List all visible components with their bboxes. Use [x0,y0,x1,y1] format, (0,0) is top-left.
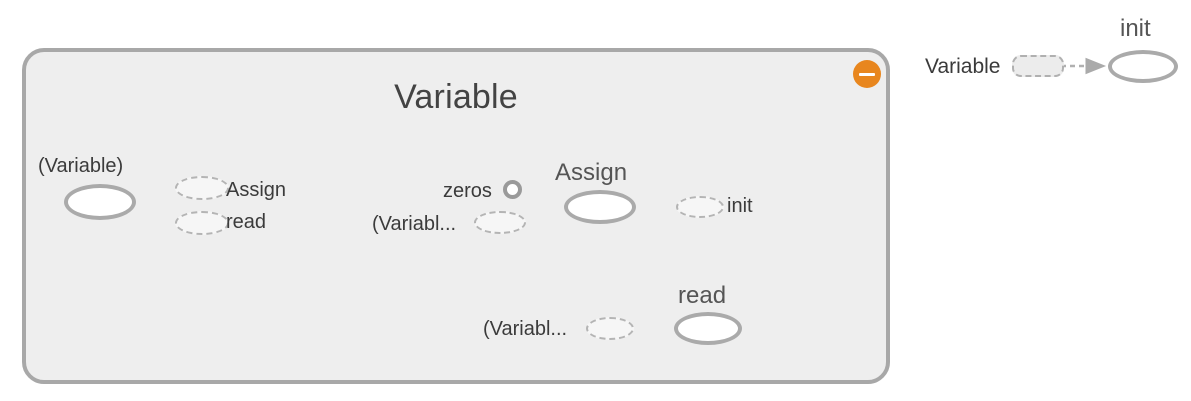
node-label-zeros: zeros [443,180,492,202]
cluster-title-assign: Assign [555,159,628,186]
minus-glyph [859,72,875,76]
node-label-external-variable: Variable [925,55,1001,78]
node-external-init[interactable] [1108,50,1178,83]
node-label-read-variable-ref: (Variabl... [483,318,568,340]
node-label-assign: Assign [226,179,287,201]
minus-circle-icon[interactable] [853,60,881,88]
node-label-init: init [727,195,753,217]
node-read[interactable] [674,312,742,345]
node-assign[interactable] [564,190,636,224]
node-label-external-init: init [1120,15,1151,42]
node-zeros[interactable] [503,180,522,199]
node-ref-read-variable[interactable] [586,317,634,340]
cluster-title-read: read [678,282,727,309]
node-ref-read[interactable] [175,211,229,235]
node-label-assign-variable-ref: (Variabl... [372,213,457,235]
node-variable-source[interactable] [64,184,136,220]
group-variable[interactable]: Variable [22,48,890,384]
node-external-variable-ref[interactable] [1012,55,1064,77]
node-ref-assign-variable[interactable] [474,211,526,234]
node-ref-assign[interactable] [175,176,229,200]
node-ref-init[interactable] [676,196,724,218]
node-label-read: read [226,211,267,233]
group-title: Variable [394,78,518,116]
node-label-variable-source: (Variable) [38,155,124,177]
